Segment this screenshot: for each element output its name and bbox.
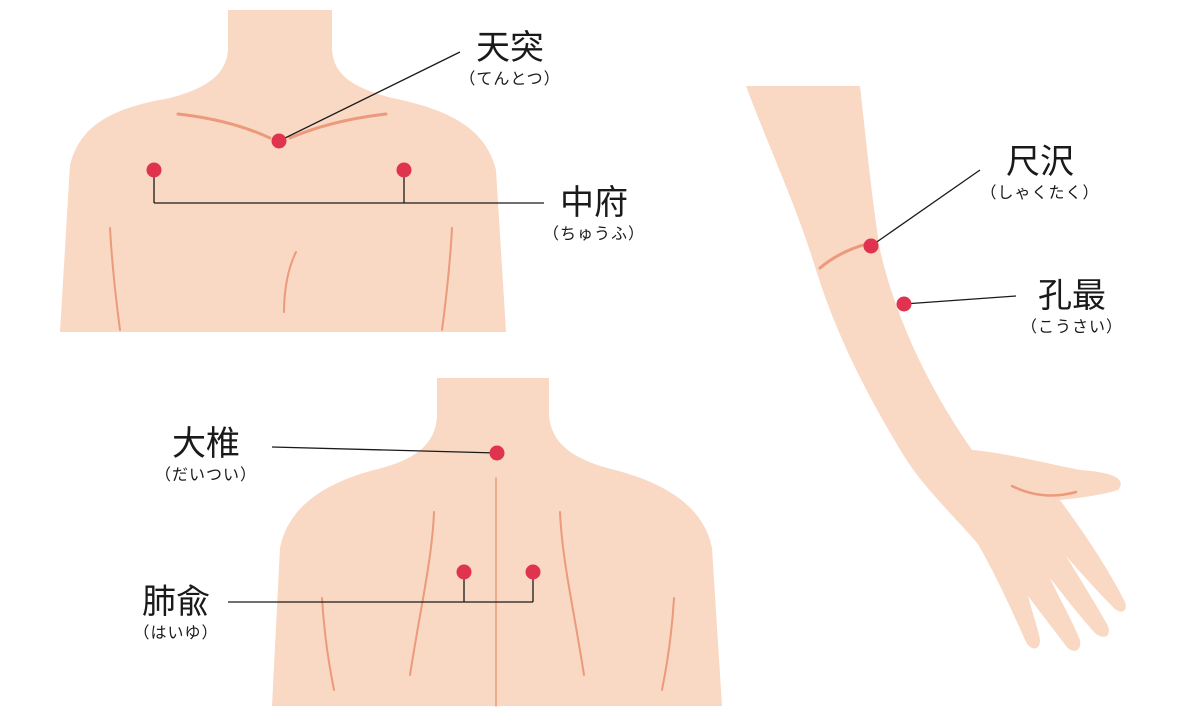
chufu-name: 中府 (560, 183, 628, 223)
kosai-reading: （こうさい） (1020, 317, 1123, 336)
front-torso-figure (60, 10, 506, 332)
kosai-point (896, 296, 912, 312)
chufu-reading: （ちゅうふ） (542, 224, 645, 243)
chufu-label: 中府 （ちゅうふ） (540, 183, 648, 245)
haiyu-reading: （はいゆ） (133, 623, 219, 642)
daitsui-leader (271, 446, 498, 454)
daitsui-point (489, 445, 505, 461)
daitsui-reading: （だいつい） (154, 465, 257, 484)
front-torso-skin (60, 10, 506, 332)
sternum-crease (283, 251, 297, 313)
shakutaku-reading: （しゃくたく） (980, 183, 1100, 202)
kosai-name: 孔最 (1038, 276, 1106, 316)
left-armpit-line (109, 227, 121, 331)
kosai-leader (903, 295, 1017, 305)
left-scapula-line (409, 511, 435, 676)
shakutaku-label: 尺沢 （しゃくたく） (974, 142, 1106, 204)
chufu-right-point (396, 162, 412, 178)
tentotsu-point (271, 133, 287, 149)
daitsui-label: 大椎 （だいつい） (146, 424, 266, 486)
haiyu-name: 肺兪 (142, 582, 210, 622)
tentotsu-label: 天突 （てんとつ） (452, 28, 568, 90)
tentotsu-reading: （てんとつ） (459, 69, 561, 88)
back-torso-skin (272, 378, 722, 706)
left-clavicle-crease (176, 112, 272, 140)
kosai-label: 孔最 （こうさい） (1014, 276, 1130, 338)
tentotsu-leader (278, 51, 461, 142)
acupoint-dots (146, 133, 912, 580)
right-armpit-line (441, 227, 453, 331)
shakutaku-point (863, 238, 879, 254)
haiyu-right-point (525, 564, 541, 580)
chufu-left-point (146, 162, 162, 178)
right-back-armpit-line (661, 597, 675, 691)
haiyu-left-point (456, 564, 472, 580)
left-back-armpit-line (321, 597, 335, 691)
haiyu-label: 肺兪 （はいゆ） (124, 582, 228, 644)
wrist-crease (1010, 484, 1078, 497)
arm-skin (746, 86, 1126, 651)
shakutaku-name: 尺沢 (1006, 142, 1074, 182)
right-clavicle-crease (288, 112, 388, 140)
right-scapula-line (559, 511, 585, 676)
back-torso-figure (272, 378, 722, 707)
tentotsu-name: 天突 (476, 28, 544, 68)
shakutaku-leader (870, 169, 981, 247)
daitsui-name: 大椎 (172, 424, 240, 464)
